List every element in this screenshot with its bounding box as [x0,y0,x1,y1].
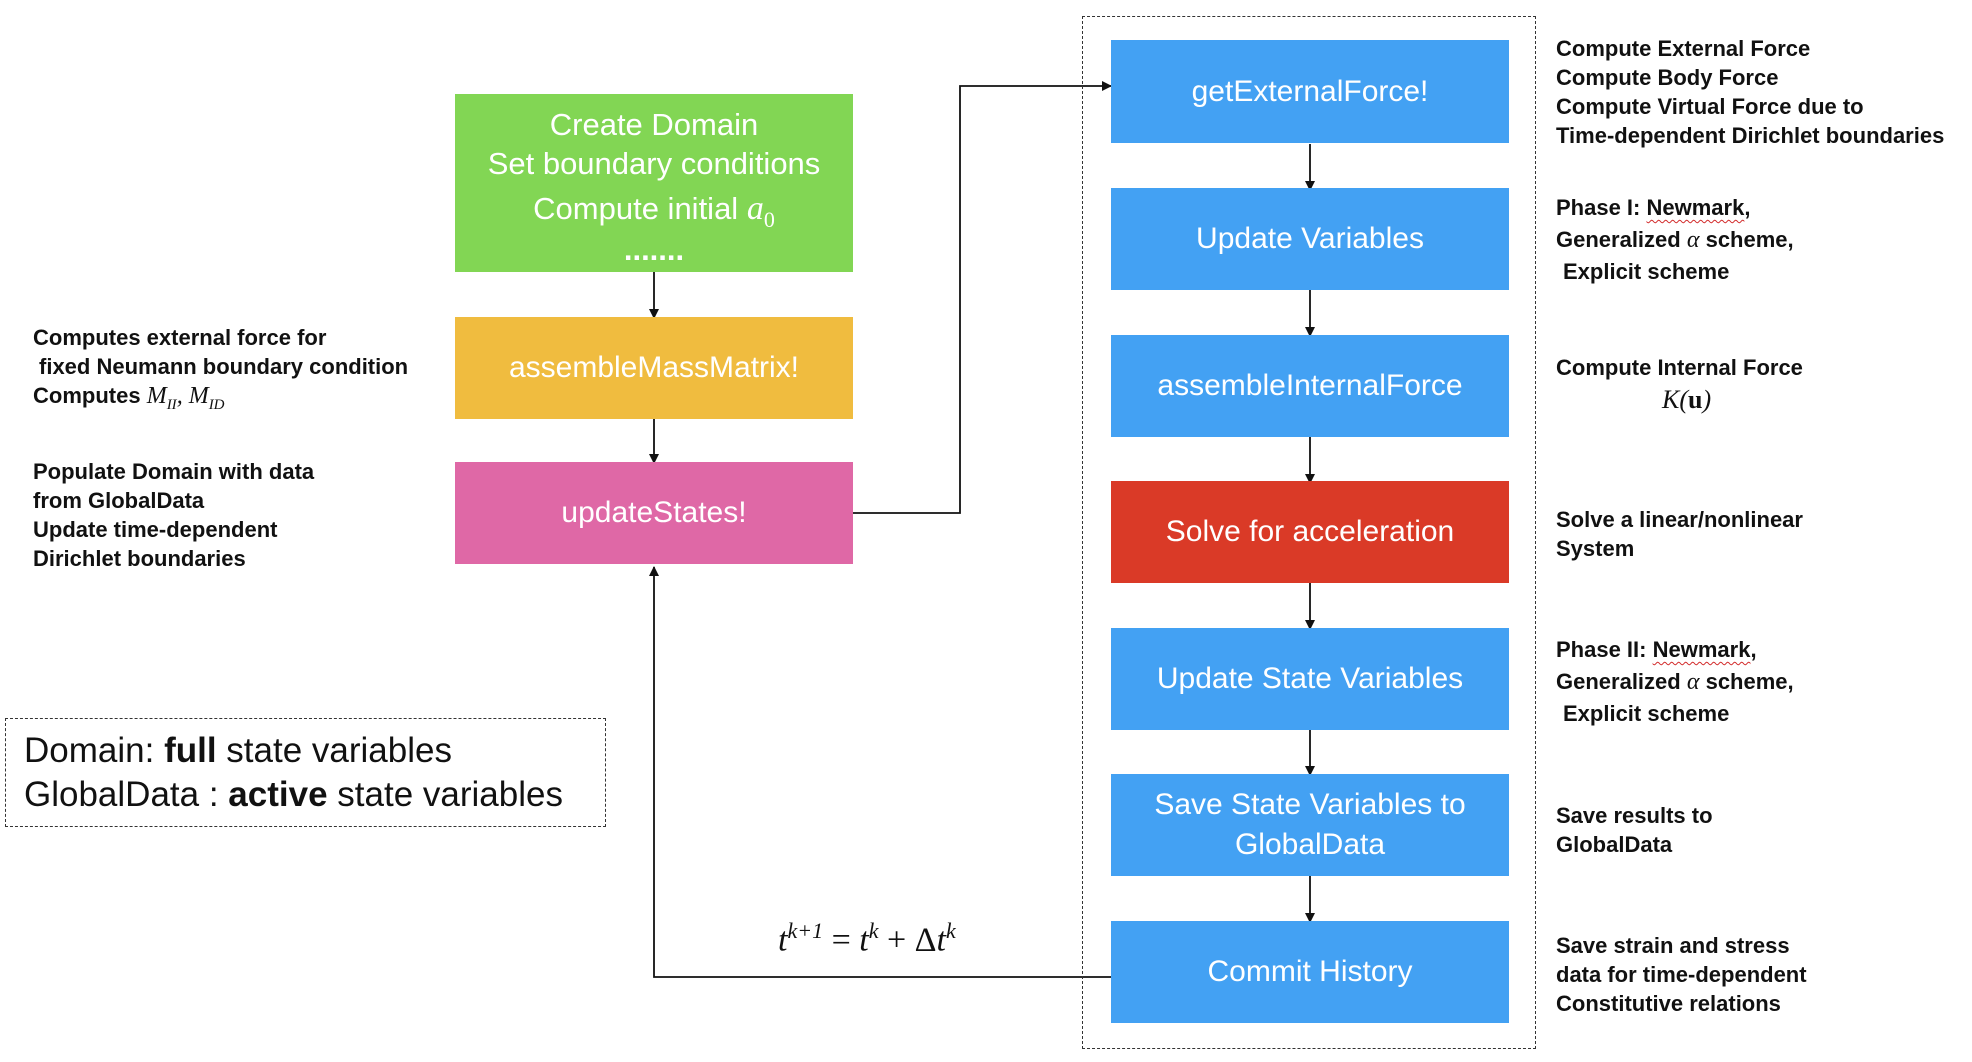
legend-line-globaldata: GlobalData : active state variables [24,775,563,814]
update-state-variables-label: Update State Variables [1156,662,1464,696]
phase-one-line1: Phase I: Newmark, [1556,195,1751,220]
external-note-line1: Compute External Force [1556,36,1811,61]
save-state-variables-label: Save State Variables to GlobalData [1154,788,1466,861]
set-boundary-label: Set boundary conditions [487,146,821,182]
mass-note-line2: fixed Neumann boundary condition [39,354,409,379]
initial-acceleration-symbol: a0 [746,190,775,232]
phase-one-line2: Generalized α scheme, [1556,227,1794,253]
assemble-internal-force-box: assembleInternalForce [1111,335,1509,437]
assemble-internal-force-label: assembleInternalForce [1157,369,1463,403]
states-note-line2: from GlobalData [33,488,205,513]
external-note-line2: Compute Body Force [1556,65,1779,90]
mass-note-line3: Computes MII, MID [33,381,408,420]
solve-note-line2: System [1556,536,1635,561]
stiffness-expression: K(u) [1662,385,1712,414]
commit-note-line2: data for time-dependent [1556,962,1807,987]
newmark-term: Newmark [1646,195,1745,220]
external-note-line4: Time-dependent Dirichlet boundaries [1556,123,1945,148]
arrow-states-to-external [853,81,1112,514]
states-note-line3: Update time-dependent [33,517,278,542]
update-variables-label: Update Variables [1196,222,1424,256]
states-note-line1: Populate Domain with data [33,459,315,484]
alpha-symbol: α [1686,227,1700,253]
mass-note-computes: Computes [33,383,141,408]
save-note-line2: GlobalData [1556,832,1673,857]
assemble-mass-matrix-label: assembleMassMatrix! [508,351,800,385]
legend-box: Domain: full state variables GlobalData … [5,718,606,827]
commit-note-line1: Save strain and stress [1556,933,1790,958]
commit-history-note: Save strain and stress data for time-dep… [1556,931,1807,1018]
update-variables-box: Update Variables [1111,188,1509,290]
save-note-line1: Save results to [1556,803,1713,828]
internal-force-note: Compute Internal Force K(u) [1556,353,1803,418]
get-external-force-box: getExternalForce! [1111,40,1509,143]
get-external-force-label: getExternalForce! [1191,74,1429,108]
phase-two-line2: Generalized α scheme, [1556,669,1794,695]
mass-matrix-symbols: MII, MID [146,383,225,413]
phase-one-note: Phase I: Newmark, Generalized α scheme, … [1556,192,1794,288]
phase-two-note: Phase II: Newmark, Generalized α scheme,… [1556,634,1794,730]
commit-note-line3: Constitutive relations [1556,991,1781,1016]
mass-note-line1: Computes external force for [33,325,327,350]
states-note-line4: Dirichlet boundaries [33,546,246,571]
ellipsis-label: ....... [623,231,685,267]
update-states-note: Populate Domain with data from GlobalDat… [33,457,314,573]
legend-line-domain: Domain: full state variables [24,731,452,770]
commit-history-label: Commit History [1207,955,1413,989]
external-note-line3: Compute Virtual Force due to [1556,94,1864,119]
compute-initial-label: Compute initial a0 [533,189,775,239]
save-state-variables-box: Save State Variables to GlobalData [1111,774,1509,876]
assemble-mass-matrix-box: assembleMassMatrix! [455,317,853,419]
alpha-symbol: α [1686,669,1700,695]
solve-note: Solve a linear/nonlinear System [1556,505,1803,563]
newmark-term: Newmark [1652,637,1751,662]
solve-acceleration-label: Solve for acceleration [1165,515,1455,549]
solve-note-line1: Solve a linear/nonlinear [1556,507,1803,532]
compute-initial-text: Compute initial [533,191,739,227]
internal-note-line1: Compute Internal Force [1556,355,1803,380]
external-force-note: Compute External Force Compute Body Forc… [1556,34,1944,150]
time-step-formula: tk+1 = tk + Δtk [778,918,956,959]
create-domain-label: Create Domain [549,107,759,143]
phase-two-line3: Explicit scheme [1563,701,1730,726]
solve-acceleration-box: Solve for acceleration [1111,481,1509,583]
phase-one-line3: Explicit scheme [1563,259,1730,284]
phase-two-line1: Phase II: Newmark, [1556,637,1757,662]
update-state-variables-box: Update State Variables [1111,628,1509,730]
time-loop-frame [1082,16,1536,1049]
update-states-box: updateStates! [455,462,853,564]
update-states-label: updateStates! [561,496,747,530]
commit-history-box: Commit History [1111,921,1509,1023]
save-results-note: Save results to GlobalData [1556,801,1713,859]
create-domain-box: Create Domain Set boundary conditions Co… [455,94,853,272]
arrow-commit-to-states [649,566,1111,978]
mass-matrix-note: Computes external force for fixed Neuman… [33,323,408,420]
